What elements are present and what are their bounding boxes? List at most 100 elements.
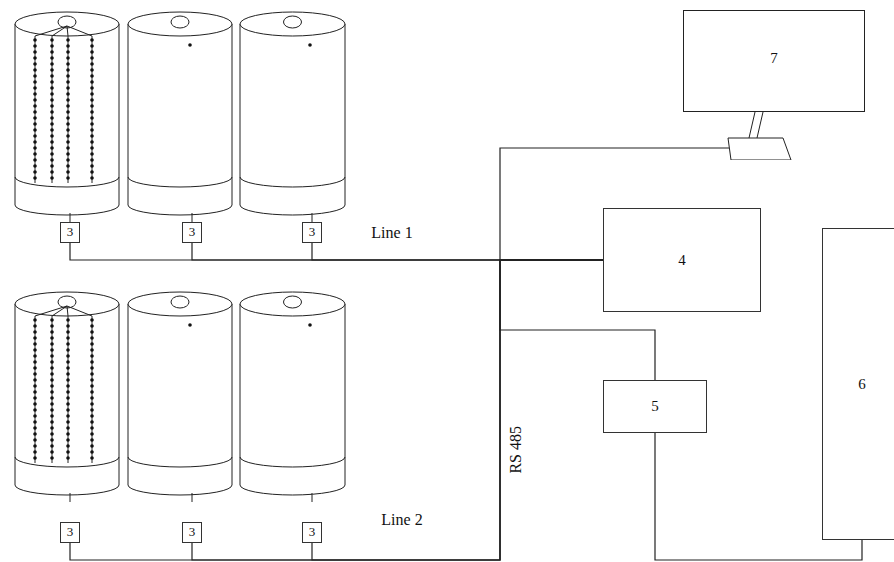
probe-dot [66,360,70,364]
probe-dot [90,134,94,138]
probe-dot [66,62,70,66]
probe-dot [50,402,54,406]
probe-dot [50,330,54,334]
probe-lead [67,26,68,36]
probe-dot [90,402,94,406]
probe-dot [66,408,70,412]
probe-dot [33,402,37,406]
probe-dot [33,348,37,352]
probe-dot [50,438,54,442]
probe-dot [33,336,37,340]
bus-wire [70,243,603,260]
probe-dot [90,74,94,78]
probe-dot [50,158,54,162]
probe-dot [50,140,54,144]
probe-dot [50,92,54,96]
probe-dot [33,170,37,174]
probe-dot [33,444,37,448]
probe-dot [33,456,37,460]
probe-dot [66,152,70,156]
probe-dot [33,74,37,78]
probe-dot [50,98,54,102]
probe-dot [90,158,94,162]
probe-dot [50,390,54,394]
probe-dot [66,56,70,60]
probe-dot [66,128,70,132]
probe-dot [50,384,54,388]
probe-dot [50,146,54,150]
tank-top [128,292,232,316]
tank-band [240,177,345,187]
probe-dot [50,50,54,54]
probe-dot [33,140,37,144]
probe-dot [66,104,70,108]
callout-number: 4 [678,252,686,269]
probe-dot [90,420,94,424]
tank [240,12,345,222]
sensor-cable [192,213,193,222]
probe-dot [33,414,37,418]
probe-dot [188,43,192,47]
callout-number: 3 [309,525,316,539]
tank-band [15,177,119,187]
probe-dot [66,92,70,96]
probe-dot [66,336,70,340]
bus-wire [192,260,603,560]
tank [15,12,119,222]
probe-dot [50,456,54,460]
callout-number: 3 [189,225,196,239]
probe-dot [50,104,54,108]
bus-label: RS 485 [507,426,525,474]
probe-dot [50,396,54,400]
probe-dot [50,152,54,156]
tank-neck [171,16,189,28]
probe-dot [50,170,54,174]
callout-number: 5 [651,398,659,415]
callout-number: 7 [770,50,778,67]
probe-dot [90,146,94,150]
probe-dot [33,44,37,48]
probe-dot [50,128,54,132]
probe-dot [66,158,70,162]
probe-dot [50,176,54,180]
probe-dot [90,80,94,84]
probe-dot [90,62,94,66]
probe-dot [33,450,37,454]
probe-dot [33,146,37,150]
probe-dot [90,140,94,144]
sensor-cable [70,213,71,222]
converter-box: 5 [603,380,707,433]
probe-dot [90,384,94,388]
probe-dot [33,68,37,72]
sensor-box: 3 [302,222,322,243]
tank [240,292,345,502]
probe-dot [33,86,37,90]
probe-dot [66,38,70,42]
sensor-box: 3 [302,522,322,543]
probe-dot [33,408,37,412]
probe-dot [66,176,70,180]
probe-dot [50,86,54,90]
tank-body [15,304,119,495]
probe-dot [50,56,54,60]
tank-neck [284,16,302,28]
tank [15,292,119,502]
probe-dot [50,62,54,66]
sensor-box: 3 [182,222,202,243]
probe-dot [90,56,94,60]
probe-dot [50,318,54,322]
probe-dot [66,98,70,102]
probe-dot [33,354,37,358]
probe-lead [67,26,92,36]
tank-body [128,24,232,215]
probe-dot [90,98,94,102]
tank-top [15,12,119,36]
probe-dot [66,80,70,84]
callout-number: 6 [858,376,866,393]
probe-dot [90,378,94,382]
probe-dot [50,342,54,346]
probe-dot [50,432,54,436]
probe-dot [33,116,37,120]
probe-dot [33,98,37,102]
tank-top [128,12,232,36]
